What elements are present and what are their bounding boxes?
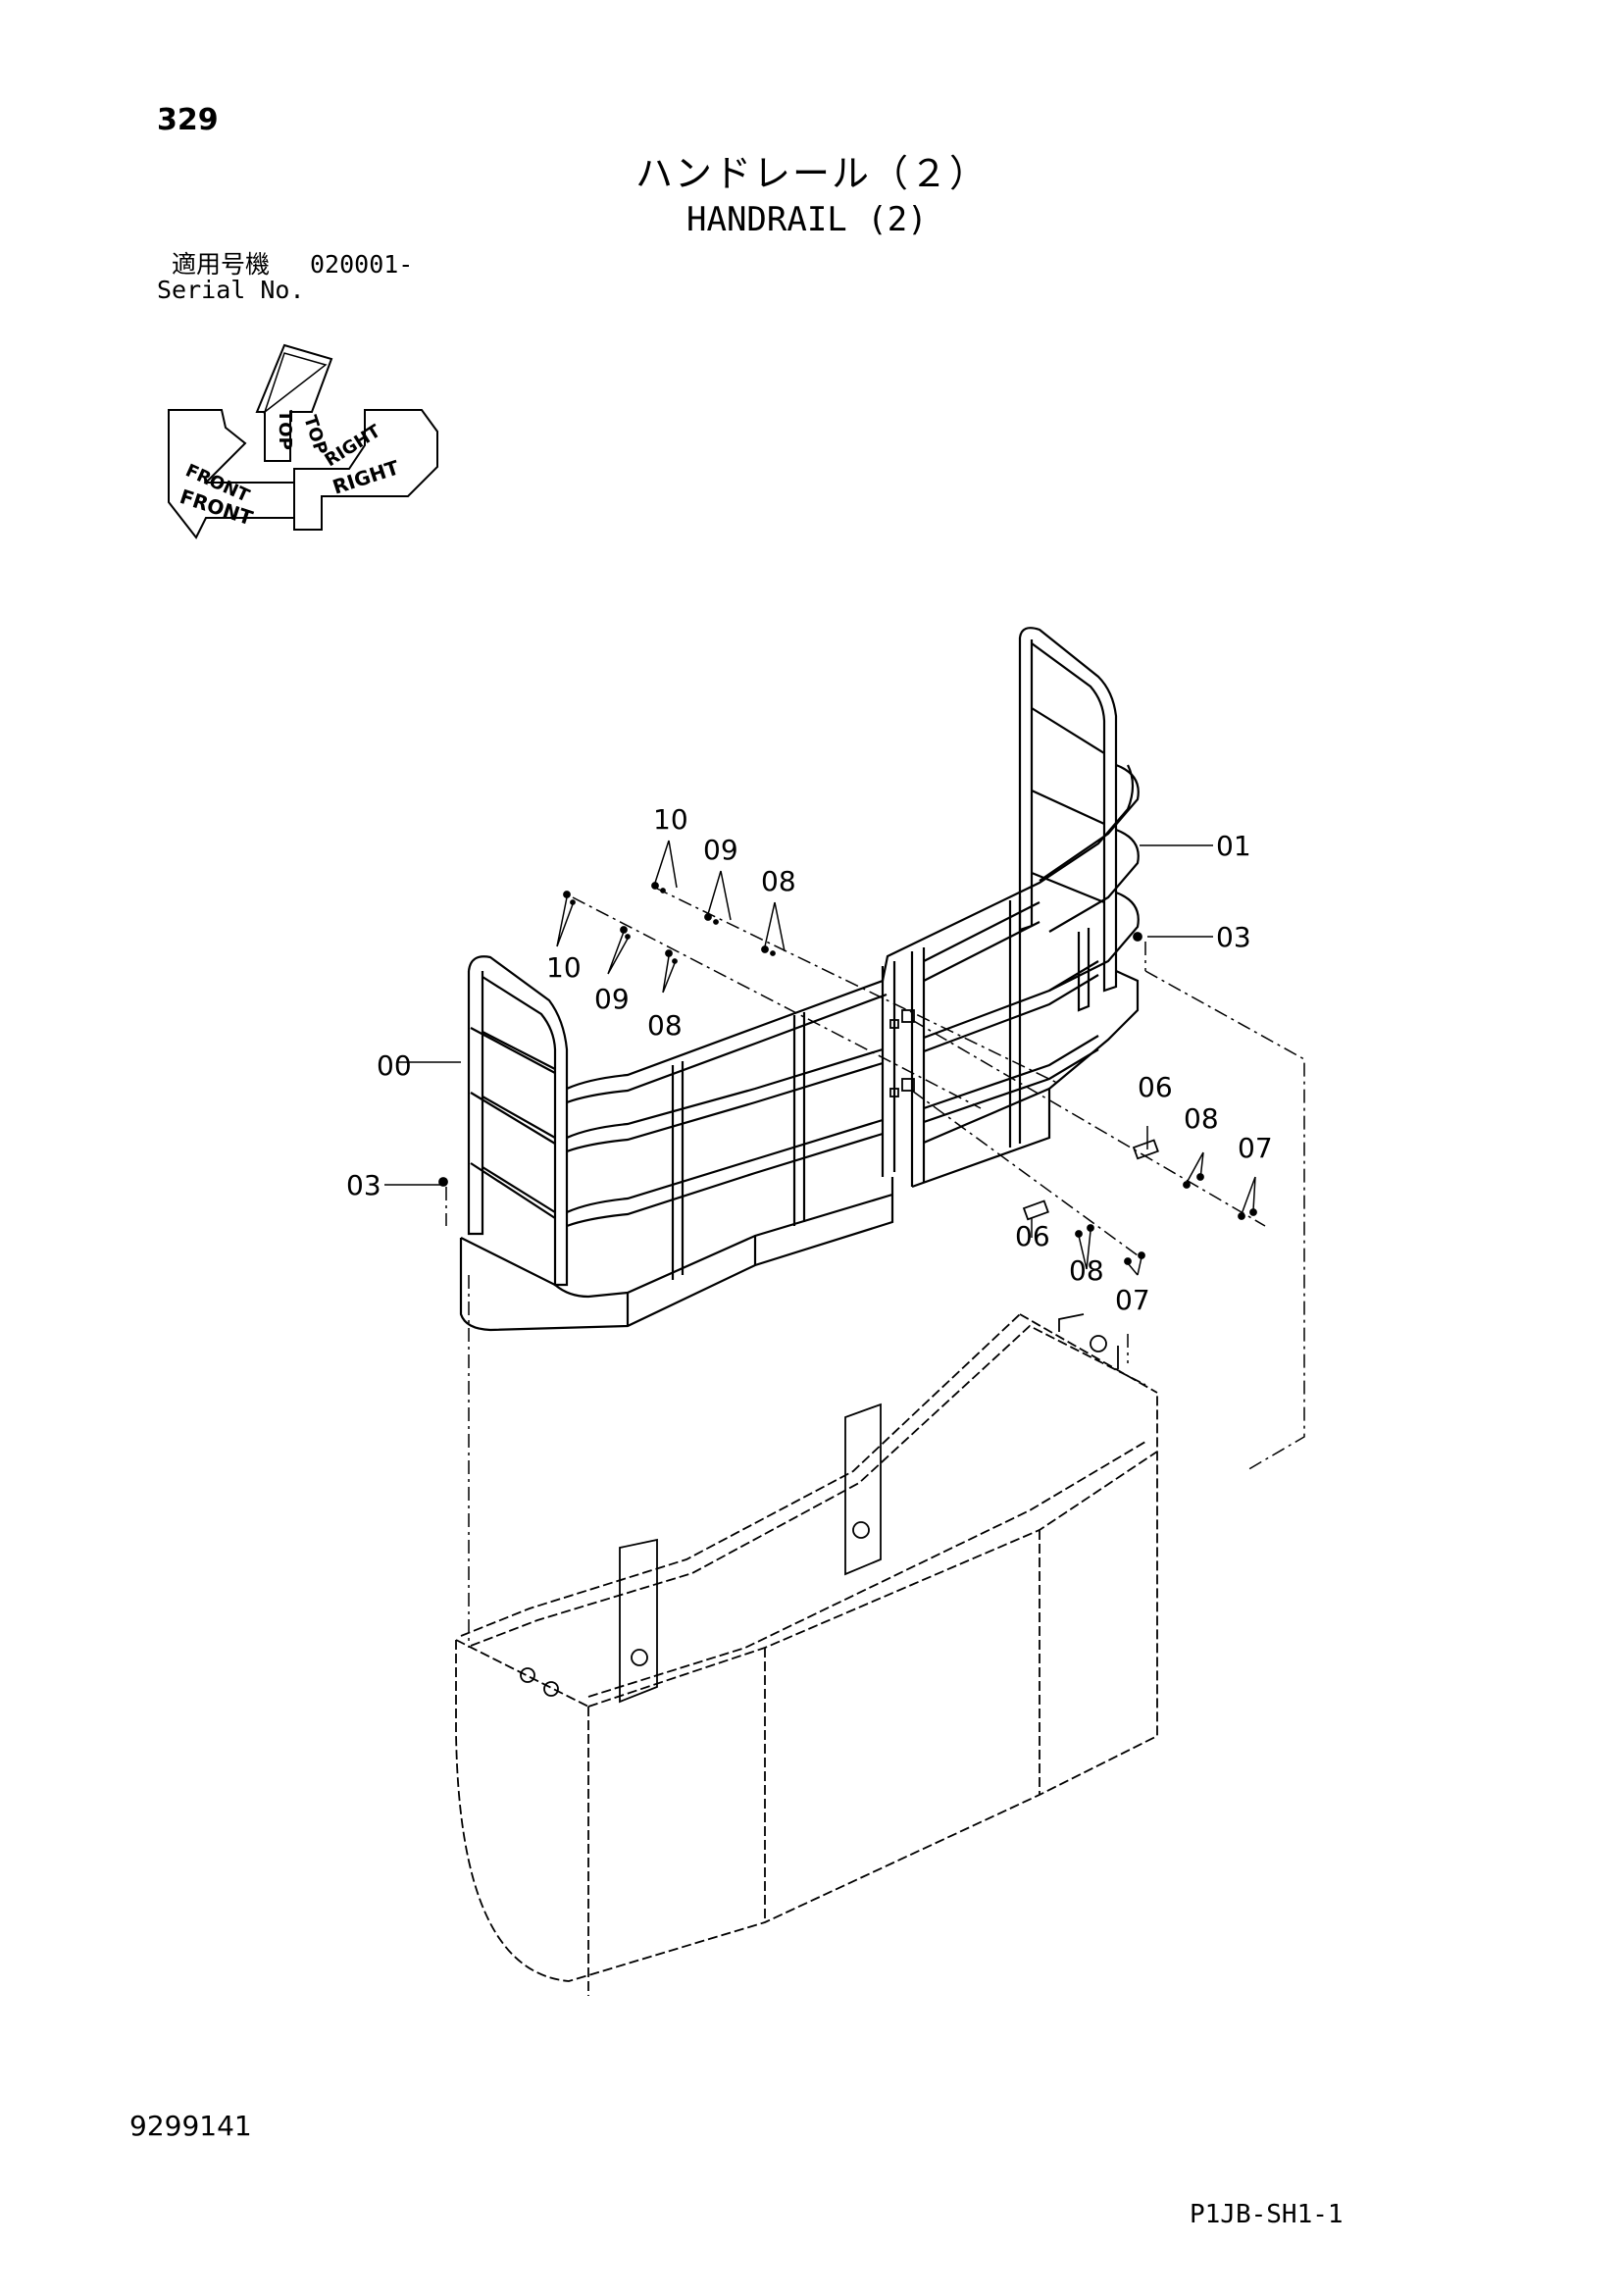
callout-08-right: 08: [1184, 1102, 1219, 1135]
callout-08-upper: 08: [761, 865, 796, 897]
callout-01: 01: [1216, 830, 1251, 862]
callout-08-lower: 08: [1069, 1254, 1104, 1287]
callout-06-lower: 06: [1015, 1220, 1050, 1252]
serial-label-japanese: 適用号機: [172, 250, 271, 279]
handrail-assembly: [459, 627, 1140, 1332]
drawing-number: 9299141: [129, 2110, 252, 2142]
assembly-dash-lines: [445, 887, 1305, 1648]
callout-09-left: 09: [594, 983, 630, 1015]
callout-labels: 00 01 03 03 06 06 07 07 08 08 08 08 09 0…: [346, 803, 1273, 1316]
serial-label-english: Serial No.: [157, 276, 305, 304]
callout-08-left: 08: [647, 1009, 683, 1042]
title-english: HANDRAIL (2): [686, 200, 928, 239]
orientation-top-inner: TOP: [275, 410, 295, 450]
orientation-icon: FRONT FRONT TOP TOP RIGHT RIGHT: [168, 343, 438, 539]
tank-details: [520, 1313, 1119, 1704]
callout-10-upper: 10: [653, 803, 688, 836]
callout-07-lower: 07: [1115, 1284, 1150, 1316]
callout-07-upper: 07: [1238, 1132, 1273, 1164]
page-number: 329: [157, 103, 219, 137]
callout-03-left: 03: [346, 1169, 381, 1201]
callout-09-upper: 09: [703, 834, 738, 866]
callout-10-left: 10: [546, 951, 582, 984]
title-japanese: ハンドレール（２）: [635, 152, 990, 195]
tank-body: [455, 1313, 1158, 1996]
callout-leaders: [384, 840, 1256, 1276]
callout-06-upper: 06: [1138, 1071, 1173, 1103]
serial-value: 020001-: [310, 250, 414, 279]
callout-03-right: 03: [1216, 921, 1251, 953]
sheet-code: P1JB-SH1-1: [1190, 2200, 1344, 2229]
callout-00: 00: [377, 1049, 412, 1082]
